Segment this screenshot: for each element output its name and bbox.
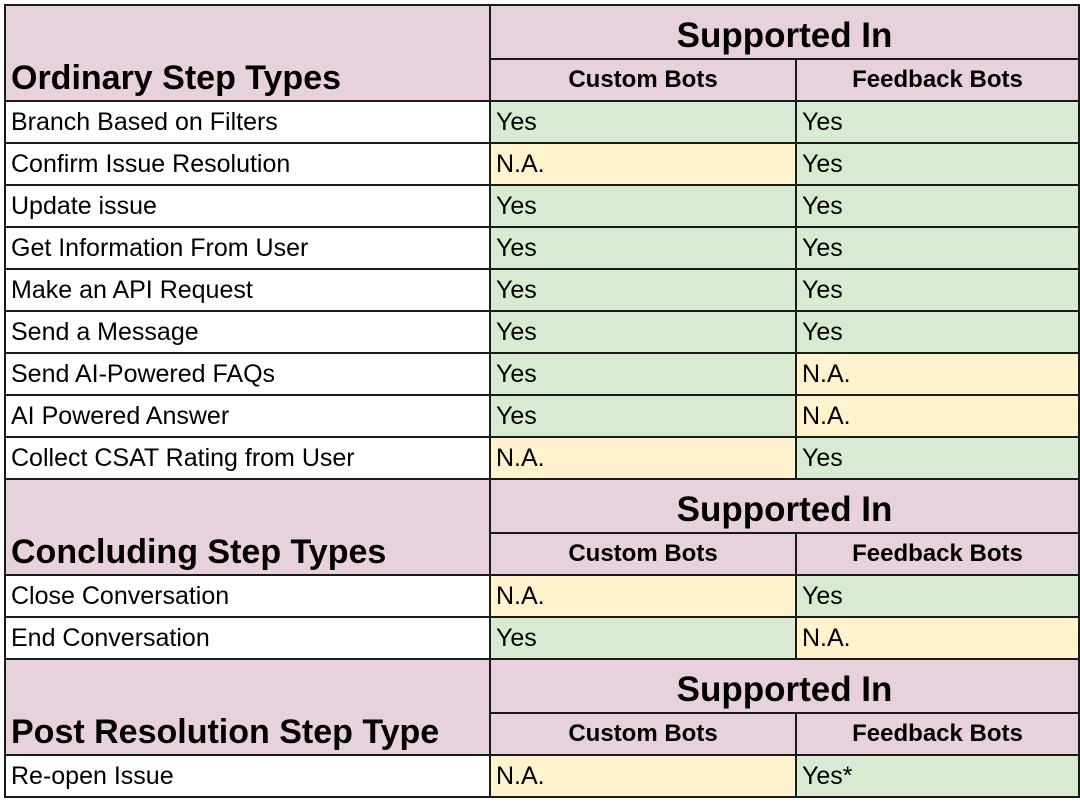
custom-bots-cell: Yes: [489, 268, 797, 312]
section-title: Concluding Step Types: [4, 478, 491, 576]
custom-bots-cell: Yes: [489, 616, 797, 660]
supported-in-header: Supported In: [489, 478, 1080, 534]
custom-bots-cell: N.A.: [489, 754, 797, 798]
supported-in-header: Supported In: [489, 658, 1080, 714]
feedback-bots-cell: Yes: [795, 574, 1080, 618]
custom-bots-cell: N.A.: [489, 436, 797, 480]
supported-in-header: Supported In: [489, 4, 1080, 60]
step-type-cell: End Conversation: [4, 616, 491, 660]
feedback-bots-cell: Yes: [795, 184, 1080, 228]
custom-bots-cell: Yes: [489, 226, 797, 270]
step-type-cell: Update issue: [4, 184, 491, 228]
step-type-cell: Send AI-Powered FAQs: [4, 352, 491, 396]
custom-bots-cell: N.A.: [489, 574, 797, 618]
step-type-cell: Branch Based on Filters: [4, 100, 491, 144]
feedback-bots-cell: Yes: [795, 268, 1080, 312]
step-type-cell: Make an API Request: [4, 268, 491, 312]
feedback-bots-cell: Yes: [795, 226, 1080, 270]
feedback-bots-cell: Yes*: [795, 754, 1080, 798]
custom-bots-cell: N.A.: [489, 142, 797, 186]
step-type-cell: Re-open Issue: [4, 754, 491, 798]
column-header-custom-bots: Custom Bots: [489, 712, 797, 756]
column-header-feedback-bots: Feedback Bots: [795, 532, 1080, 576]
custom-bots-cell: Yes: [489, 184, 797, 228]
column-header-custom-bots: Custom Bots: [489, 58, 797, 102]
step-type-cell: Collect CSAT Rating from User: [4, 436, 491, 480]
step-type-cell: Confirm Issue Resolution: [4, 142, 491, 186]
step-type-cell: Close Conversation: [4, 574, 491, 618]
feedback-bots-cell: N.A.: [795, 394, 1080, 438]
feedback-bots-cell: Yes: [795, 310, 1080, 354]
custom-bots-cell: Yes: [489, 352, 797, 396]
section-title: Post Resolution Step Type: [4, 658, 491, 756]
column-header-custom-bots: Custom Bots: [489, 532, 797, 576]
step-type-cell: Send a Message: [4, 310, 491, 354]
column-header-feedback-bots: Feedback Bots: [795, 712, 1080, 756]
feedback-bots-cell: Yes: [795, 436, 1080, 480]
column-header-feedback-bots: Feedback Bots: [795, 58, 1080, 102]
feedback-bots-cell: Yes: [795, 100, 1080, 144]
custom-bots-cell: Yes: [489, 100, 797, 144]
section-title: Ordinary Step Types: [4, 4, 491, 102]
feedback-bots-cell: N.A.: [795, 616, 1080, 660]
step-type-cell: Get Information From User: [4, 226, 491, 270]
feedback-bots-cell: N.A.: [795, 352, 1080, 396]
step-type-cell: AI Powered Answer: [4, 394, 491, 438]
custom-bots-cell: Yes: [489, 394, 797, 438]
custom-bots-cell: Yes: [489, 310, 797, 354]
feedback-bots-cell: Yes: [795, 142, 1080, 186]
